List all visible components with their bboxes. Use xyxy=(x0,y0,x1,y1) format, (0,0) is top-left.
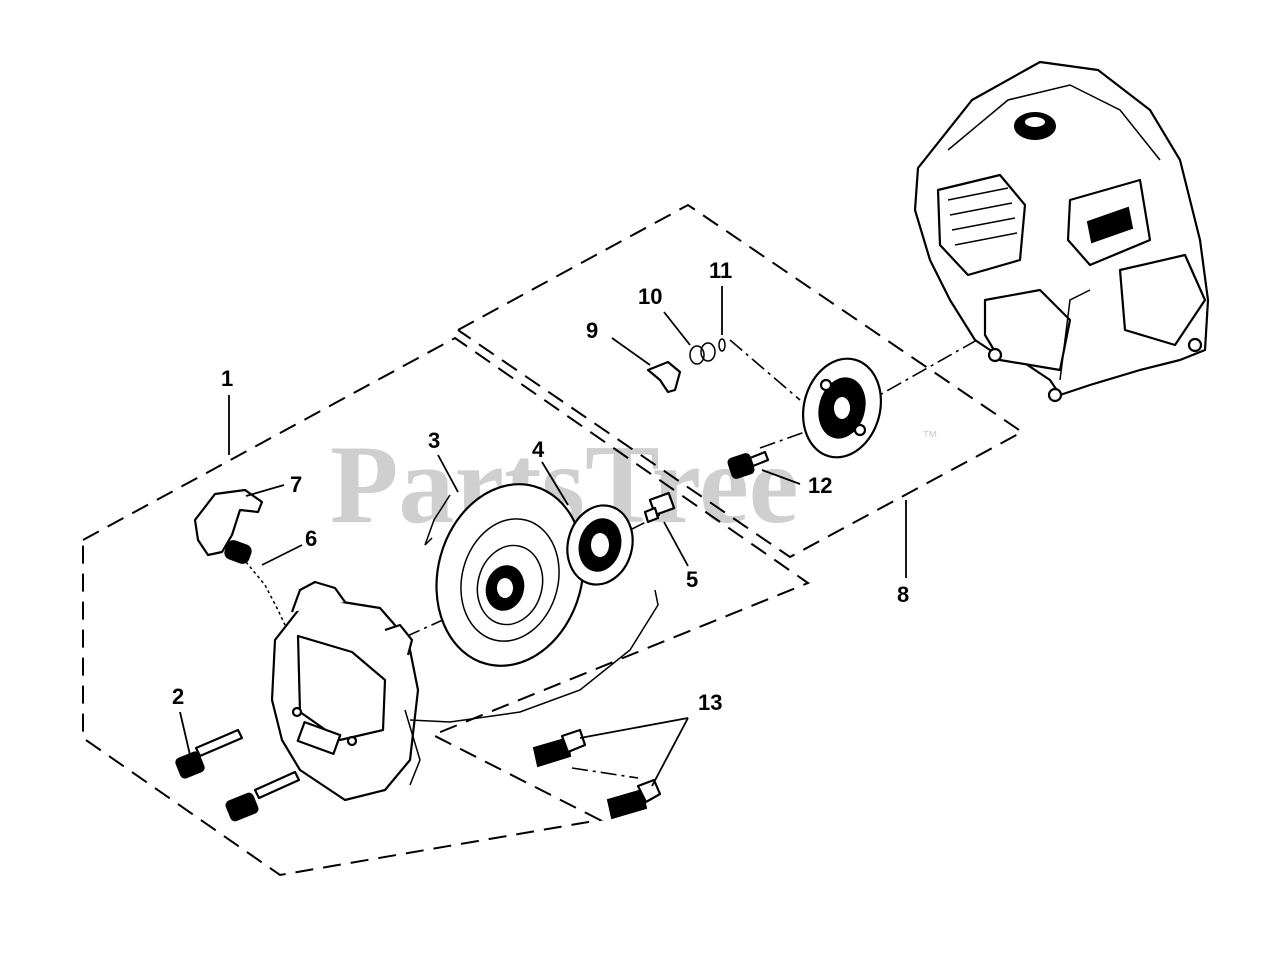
leader-lines xyxy=(179,286,907,787)
callout-9: 9 xyxy=(586,318,598,343)
housing-screws xyxy=(175,728,301,822)
starter-rope xyxy=(245,561,659,723)
callout-labels: 1 2 3 4 5 6 7 8 9 10 11 12 13 xyxy=(172,258,909,715)
callout-3: 3 xyxy=(428,428,440,453)
pawl-spring xyxy=(689,342,716,365)
callout-12: 12 xyxy=(808,473,832,498)
starter-pulley xyxy=(801,357,883,459)
reel-screw xyxy=(643,491,676,524)
pulley-bolt xyxy=(727,450,770,479)
callout-13: 13 xyxy=(698,690,722,715)
callout-5: 5 xyxy=(686,567,698,592)
callout-11: 11 xyxy=(709,258,732,283)
group-box-pulley-assembly xyxy=(457,203,1024,559)
callout-10: 10 xyxy=(638,284,662,309)
callout-1: 1 xyxy=(221,366,233,391)
starter-handle xyxy=(193,488,264,564)
engine-assembly xyxy=(913,60,1210,403)
callout-8: 8 xyxy=(897,582,909,607)
rope-reel xyxy=(566,504,634,586)
callout-6: 6 xyxy=(305,526,317,551)
pawl-clip xyxy=(718,338,726,352)
callout-7: 7 xyxy=(290,472,302,497)
pawl xyxy=(646,360,682,394)
rope-keys xyxy=(532,728,662,820)
watermark-trademark: ™ xyxy=(922,429,938,446)
starter-housing xyxy=(270,580,421,802)
callout-4: 4 xyxy=(532,437,545,462)
recoil-spring xyxy=(424,483,585,667)
callout-2: 2 xyxy=(172,684,184,709)
group-box-starter-assembly xyxy=(82,336,811,877)
